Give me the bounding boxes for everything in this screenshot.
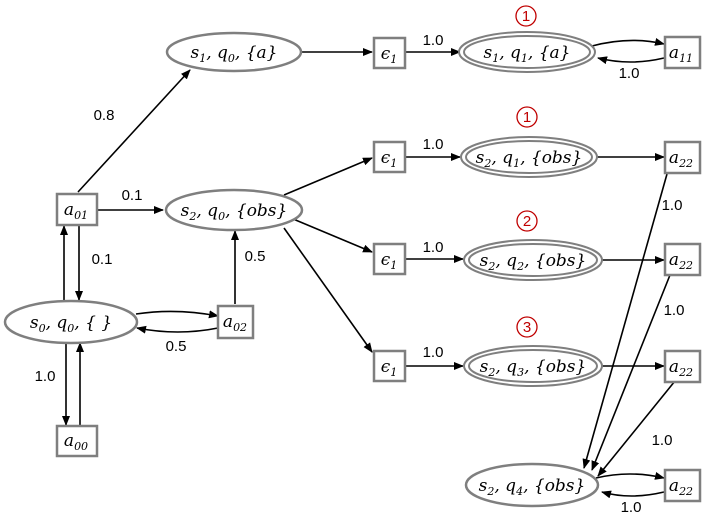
label-s2-q1-obs: s2, q1, {obs} [476, 148, 583, 170]
prob-eps-s2q2: 1.0 [423, 239, 444, 256]
state-s1-q1-a-inner [463, 35, 591, 69]
edge-a01-s1q0 [77, 69, 191, 193]
action-a00 [55, 424, 99, 458]
prob-a01-s2q0: 0.1 [122, 187, 143, 204]
state-s2-q0-obs [164, 188, 304, 232]
prob-a00: 1.0 [35, 368, 56, 385]
prob-a22-1: 1.0 [662, 197, 683, 214]
edge-a22-4-s2q4 [601, 490, 665, 499]
edge-s1q1-a11 [591, 38, 665, 47]
state-s1-q0-a [165, 31, 303, 73]
label-s1-q1-a: s1, q1, {a} [483, 43, 570, 65]
label-a02: a02 [223, 312, 247, 334]
label-a22-4: a22 [669, 476, 693, 498]
label-a01: a01 [64, 200, 88, 222]
label-eps1-top: ϵ1 [381, 44, 398, 66]
rank-markers: 1 1 2 3 [515, 5, 538, 338]
rank-circle-1-mid [516, 106, 538, 128]
action-eps1-b [372, 242, 407, 276]
state-s2-q2-obs-inner [468, 243, 598, 277]
label-eps1-a: ϵ1 [381, 148, 398, 170]
state-nodes [3, 31, 603, 508]
edge-s2q0-eps1c [283, 227, 373, 353]
state-labels: s1, q0, {a} s1, q1, {a} s2, q0, {obs} s2… [30, 43, 587, 498]
label-s1-q0-a: s1, q0, {a} [190, 43, 277, 65]
edge-a11-s1q1 [597, 56, 665, 65]
label-a22-3: a22 [669, 357, 693, 379]
rank-label-2: 2 [523, 213, 531, 230]
state-s2-q1-obs-inner [465, 140, 593, 174]
prob-a22-4: 1.0 [621, 499, 642, 516]
label-eps1-b: ϵ1 [381, 250, 398, 272]
action-eps1-top [372, 36, 407, 70]
prob-eps-s2q3: 1.0 [423, 344, 444, 361]
label-a22-2: a22 [669, 250, 693, 272]
rank-label-1-top: 1 [522, 8, 530, 25]
label-eps1-c: ϵ1 [381, 357, 398, 379]
rank-label-1-mid: 1 [523, 109, 531, 126]
edge-a02-s0q0 [136, 325, 219, 334]
action-a11 [663, 35, 702, 70]
prob-a22-2: 1.0 [664, 302, 685, 319]
action-eps1-a [372, 140, 407, 174]
action-a02 [216, 304, 255, 340]
edge-a22-2-s2q4 [591, 274, 671, 471]
edge-a22-3-s2q4 [597, 380, 676, 477]
edge-s2q0-eps1b [285, 215, 373, 253]
label-a11: a11 [669, 43, 693, 65]
rank-label-3: 3 [523, 319, 531, 336]
label-a00: a00 [64, 431, 88, 453]
label-s2-q0-obs: s2, q0, {obs} [181, 201, 288, 223]
state-s2-q3-obs-inner [468, 349, 598, 383]
prob-eps-s2q1: 1.0 [423, 136, 444, 153]
state-s2-q4-obs [464, 462, 600, 508]
action-a22-4 [663, 468, 702, 503]
label-s2-q4-obs: s2, q4, {obs} [479, 476, 586, 498]
rank-circle-2 [516, 210, 538, 232]
label-a22-1: a22 [669, 148, 693, 170]
prob-eps-s1q1: 1.0 [423, 32, 444, 49]
prob-a01-s0: 0.1 [92, 251, 113, 268]
edge-s2q4-a22 [595, 472, 665, 480]
action-a22-2 [663, 242, 702, 277]
label-s2-q2-obs: s2, q2, {obs} [480, 251, 587, 273]
label-s2-q3-obs: s2, q3, {obs} [480, 357, 587, 379]
edge-s0q0-a02 [135, 310, 219, 319]
action-eps1-c [372, 349, 407, 383]
rank-circle-3 [516, 316, 538, 338]
prob-a01-s1q0: 0.8 [94, 107, 115, 124]
edges [60, 38, 676, 499]
prob-a02-s2q0: 0.5 [245, 248, 266, 265]
probability-labels: 1.0 1.0 0.8 0.1 0.1 0.5 0.5 1.0 1.0 1.0 … [35, 32, 685, 516]
prob-a02-s0: 0.5 [166, 338, 187, 355]
action-nodes [55, 35, 702, 503]
edge-s2q0-eps1a [283, 157, 373, 196]
action-a22-3 [663, 349, 702, 384]
edge-a22-1-s2q4 [582, 173, 668, 469]
prob-a11-back: 1.0 [619, 65, 640, 82]
action-a22-1 [663, 140, 702, 175]
rank-circle-1-top [515, 5, 537, 27]
label-s0-q0-empty: s0, q0, { } [30, 313, 112, 335]
state-s0-q0-empty [3, 299, 139, 345]
action-a01 [55, 192, 99, 227]
action-labels: ϵ1 a11 a01 a02 a00 ϵ1 ϵ1 ϵ1 a22 a22 a22 … [64, 43, 693, 498]
prob-a22-3: 1.0 [652, 432, 673, 449]
